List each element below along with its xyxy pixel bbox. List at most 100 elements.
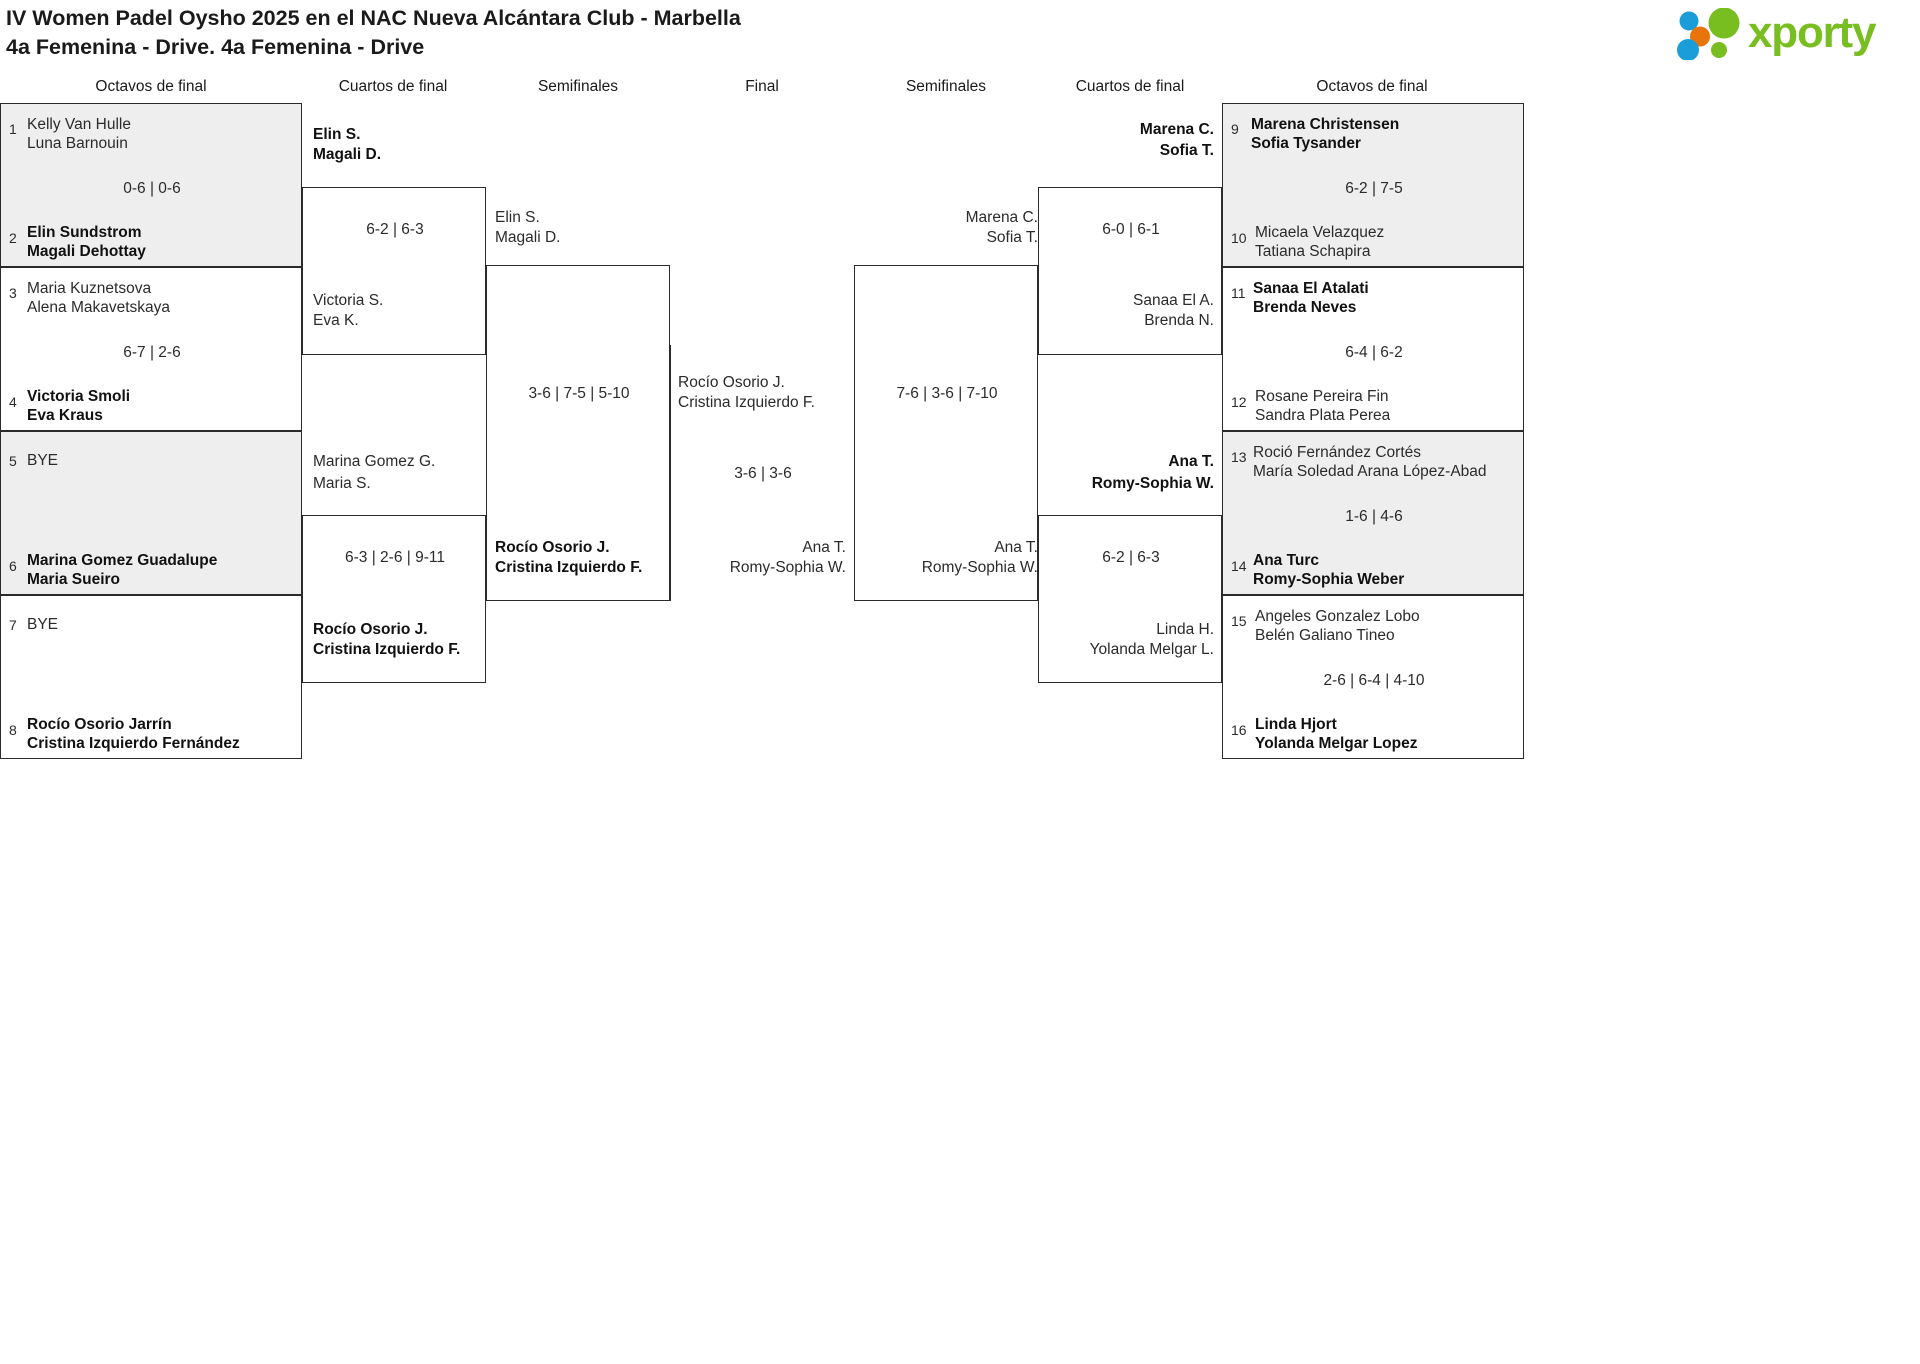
match-score: 6-2 | 7-5 xyxy=(1345,180,1403,197)
team-name-line1: Rocío Osorio Jarrín xyxy=(27,716,172,733)
team-name-line2: Yolanda Melgar Lopez xyxy=(1255,735,1418,752)
team-name-line1: Micaela Velazquez xyxy=(1255,224,1385,241)
match-box-right-r16-2[interactable]: 11 Sanaa El Atalati Brenda Neves 6-4 | 6… xyxy=(1222,267,1524,431)
team-name-line2: Luna Barnouin xyxy=(27,135,128,152)
team-name-line1: Ana Turc xyxy=(1253,552,1320,569)
seed-number: 6 xyxy=(9,558,17,574)
match-box-right-r16-1[interactable]: 9 Marena Christensen Sofia Tysander 6-2 … xyxy=(1222,103,1524,267)
team-name-line1: Sanaa El Atalati xyxy=(1253,280,1369,297)
round-header-left-r16: Octavos de final xyxy=(95,78,207,95)
team-name-line2: Magali Dehottay xyxy=(27,243,146,260)
match-box-right-qf-2[interactable]: 6-2 | 6-3 xyxy=(1038,515,1222,683)
seed-number: 13 xyxy=(1231,449,1247,465)
team-name-line2: María Soledad Arana López-Abad xyxy=(1253,463,1487,480)
team-name-line1: BYE xyxy=(27,616,59,633)
team-name-line1: Ana T. xyxy=(1168,453,1214,470)
match-score: 2-6 | 6-4 | 4-10 xyxy=(1323,672,1425,689)
match-box-final[interactable]: 3-6 | 3-6 xyxy=(670,345,854,601)
match-box-right-r16-4[interactable]: 15 Angeles Gonzalez Lobo Belén Galiano T… xyxy=(1222,595,1524,759)
seed-number: 11 xyxy=(1231,285,1246,301)
tournament-title-line2: 4a Femenina - Drive. 4a Femenina - Drive xyxy=(6,35,425,59)
seed-number: 9 xyxy=(1231,121,1239,137)
team-name-line1: Angeles Gonzalez Lobo xyxy=(1255,608,1420,625)
team-name-line1: Marina Gomez G. xyxy=(313,453,436,470)
team-name-line2: Eva K. xyxy=(313,312,359,329)
team-name-line2: Romy-Sophia Weber xyxy=(1253,571,1405,588)
team-name-line2: Sofia Tysander xyxy=(1251,135,1361,152)
team-name-line1: Linda H. xyxy=(1156,621,1214,638)
tournament-title-line1: IV Women Padel Oysho 2025 en el NAC Nuev… xyxy=(6,6,741,30)
team-name-line1: Marena C. xyxy=(965,209,1038,226)
team-name-line1: Marena C. xyxy=(1139,121,1214,138)
team-name-line1: Kelly Van Hulle xyxy=(27,116,131,133)
round-header-right-sf: Semifinales xyxy=(905,78,987,95)
seed-number: 10 xyxy=(1231,230,1247,246)
team-name-line1: Ana T. xyxy=(994,539,1038,556)
match-box-left-r16-2[interactable]: 3 Maria Kuznetsova Alena Makavetskaya 6-… xyxy=(0,267,302,431)
team-name-line2: Magali D. xyxy=(495,229,561,246)
final-left-team-line2: Cristina Izquierdo F. xyxy=(678,394,815,411)
team-name-line2: Sofia T. xyxy=(1159,142,1214,159)
match-box-right-sf-1[interactable]: 7-6 | 3-6 | 7-10 xyxy=(854,265,1038,601)
match-score: 6-3 | 2-6 | 9-11 xyxy=(345,549,445,566)
team-name-line2: Maria S. xyxy=(313,475,371,492)
match-score: 6-2 | 6-3 xyxy=(1102,549,1160,566)
team-name-line1: Roció Fernández Cortés xyxy=(1253,444,1421,461)
team-name-line1: BYE xyxy=(27,452,59,469)
match-box-left-r16-1[interactable]: 1 Kelly Van Hulle Luna Barnouin 0-6 | 0-… xyxy=(0,103,302,267)
match-score: 6-2 | 6-3 xyxy=(366,221,424,238)
team-name-line2: Cristina Izquierdo F. xyxy=(495,559,643,576)
team-name-line1: Sanaa El A. xyxy=(1132,292,1214,309)
seed-number: 1 xyxy=(9,121,17,137)
team-name-line2: Romy-Sophia W. xyxy=(921,559,1038,576)
team-name-line2: Belén Galiano Tineo xyxy=(1255,627,1395,644)
team-name-line1: Rocío Osorio J. xyxy=(313,621,428,638)
final-right-team-line2: Romy-Sophia W. xyxy=(729,559,846,576)
seed-number: 15 xyxy=(1231,613,1247,629)
team-name-line1: Marina Gomez Guadalupe xyxy=(27,552,218,569)
team-name-line1: Victoria Smoli xyxy=(27,388,131,405)
team-name-line2: Yolanda Melgar L. xyxy=(1089,641,1214,658)
seed-number: 8 xyxy=(9,722,17,738)
match-score: 6-7 | 2-6 xyxy=(123,344,181,361)
team-name-line1: Victoria S. xyxy=(313,292,384,309)
seed-number: 12 xyxy=(1231,394,1247,410)
match-score: 3-6 | 3-6 xyxy=(734,465,792,482)
team-name-line1: Rocío Osorio J. xyxy=(495,539,610,556)
seed-number: 2 xyxy=(9,230,17,246)
team-name-line1: Elin S. xyxy=(495,209,540,226)
match-score: 6-0 | 6-1 xyxy=(1102,221,1160,238)
match-score: 7-6 | 3-6 | 7-10 xyxy=(896,385,998,402)
match-box-right-r16-3[interactable]: 13 Roció Fernández Cortés María Soledad … xyxy=(1222,431,1524,595)
final-right-team-line1: Ana T. xyxy=(802,539,846,556)
seed-number: 4 xyxy=(9,394,17,410)
logo-dots-icon xyxy=(1677,8,1740,60)
xporty-logo: xporty xyxy=(1676,6,1906,62)
logo-wordmark: xporty xyxy=(1748,8,1876,57)
match-box-left-sf-1[interactable]: 3-6 | 7-5 | 5-10 xyxy=(486,265,670,601)
team-name-line2: Tatiana Schapira xyxy=(1255,243,1371,260)
match-box-left-qf-1[interactable]: 6-2 | 6-3 xyxy=(302,187,486,355)
round-header-right-r16: Octavos de final xyxy=(1316,78,1428,95)
team-name-line2: Cristina Izquierdo Fernández xyxy=(27,735,240,752)
match-box-right-qf-1[interactable]: 6-0 | 6-1 xyxy=(1038,187,1222,355)
round-header-left-qf: Cuartos de final xyxy=(338,78,448,95)
seed-number: 14 xyxy=(1231,558,1247,574)
seed-number: 16 xyxy=(1231,722,1247,738)
team-name-line2: Cristina Izquierdo F. xyxy=(313,641,461,658)
team-name-line2: Alena Makavetskaya xyxy=(27,299,171,316)
match-box-left-r16-3[interactable]: 5 BYE 6 Marina Gomez Guadalupe Maria Sue… xyxy=(0,431,302,595)
team-name-line1: Marena Christensen xyxy=(1251,116,1400,133)
team-name-line1: Linda Hjort xyxy=(1255,716,1337,733)
match-score: 0-6 | 0-6 xyxy=(123,180,181,197)
team-name-line2: Magali D. xyxy=(313,146,382,163)
match-box-left-qf-2[interactable]: 6-3 | 2-6 | 9-11 xyxy=(302,515,486,683)
match-score: 6-4 | 6-2 xyxy=(1345,344,1403,361)
team-name-line2: Brenda Neves xyxy=(1253,299,1357,316)
seed-number: 5 xyxy=(9,453,17,469)
match-box-left-r16-4[interactable]: 7 BYE 8 Rocío Osorio Jarrín Cristina Izq… xyxy=(0,595,302,759)
page-title: IV Women Padel Oysho 2025 en el NAC Nuev… xyxy=(6,4,741,62)
round-header-final: Final xyxy=(745,78,779,95)
seed-number: 3 xyxy=(9,285,17,301)
team-name-line1: Elin S. xyxy=(313,126,361,143)
